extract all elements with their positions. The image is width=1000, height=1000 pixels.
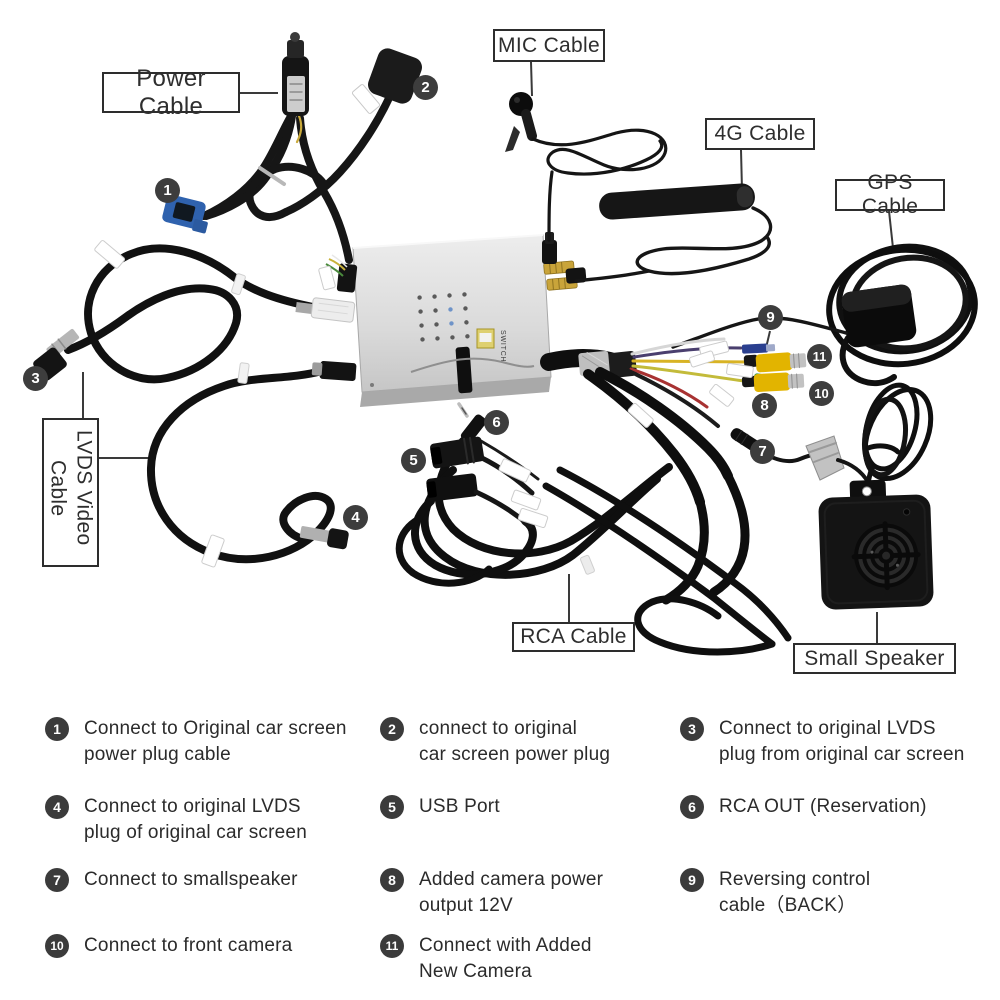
lvds-cable-3-illustration <box>33 240 317 384</box>
legend-item-3: 3 Connect to original LVDS plug from ori… <box>680 716 999 768</box>
diagram-marker-7: 7 <box>750 439 775 464</box>
wiring-illustration: SWITCH <box>33 32 978 656</box>
rca-cable-label: RCA Cable <box>512 622 635 652</box>
legend-item-4: 4 Connect to original LVDS plug of origi… <box>45 794 376 846</box>
legend-text-2: connect to original car screen power plu… <box>419 718 611 765</box>
reversing-wire-connector <box>741 343 776 354</box>
switch-label: SWITCH <box>499 330 506 362</box>
small-speaker-label: Small Speaker <box>793 643 956 674</box>
legend-text-8: Added camera power output 12V <box>419 869 604 916</box>
legend-marker-5: 5 <box>380 795 404 819</box>
diagram-marker-3: 3 <box>23 366 48 391</box>
legend-item-11: 11 Connect with Added New Camera <box>380 933 669 985</box>
legend-text-6: RCA OUT (Reservation) <box>719 796 927 817</box>
legend-item-10: 10 Connect to front camera <box>45 933 376 959</box>
diagram-marker-6: 6 <box>484 410 509 435</box>
diagram-marker-10: 10 <box>809 381 834 406</box>
legend-text-1: Connect to Original car screen power plu… <box>84 718 347 765</box>
diagram-marker-9: 9 <box>758 305 783 330</box>
legend-marker-9: 9 <box>680 868 704 892</box>
rca-connector-10 <box>753 372 805 392</box>
legend-item-2: 2 connect to original car screen power p… <box>380 716 669 768</box>
diagram-marker-8: 8 <box>752 393 777 418</box>
diagram-marker-4: 4 <box>343 505 368 530</box>
interface-box-illustration: SWITCH <box>295 232 587 407</box>
legend-marker-11: 11 <box>380 934 404 958</box>
legend-text-4: Connect to original LVDS plug of origina… <box>84 796 307 843</box>
legend-item-9: 9 Reversing control cable（BACK） <box>680 867 999 919</box>
lvds-cable-4-illustration <box>146 362 349 568</box>
legend-text-5: USB Port <box>419 796 500 817</box>
legend-item-1: 1 Connect to Original car screen power p… <box>45 716 376 768</box>
leader-lines <box>82 61 894 643</box>
4g-cable-label: 4G Cable <box>705 118 815 150</box>
camera-harness-illustration <box>540 337 807 605</box>
legend-marker-10: 10 <box>45 934 69 958</box>
power-cable-label: Power Cable <box>102 65 240 120</box>
legend-marker-2: 2 <box>380 717 404 741</box>
legend-item-6: 6 RCA OUT (Reservation) <box>680 794 999 820</box>
rca-cable-illustration <box>395 402 792 656</box>
legend-text-7: Connect to smallspeaker <box>84 869 298 890</box>
legend-marker-6: 6 <box>680 795 704 819</box>
legend-text-3: Connect to original LVDS plug from origi… <box>719 718 965 765</box>
lvds-video-cable-label: LVDS Video Cable <box>42 418 99 567</box>
legend-marker-4: 4 <box>45 795 69 819</box>
legend-text-10: Connect to front camera <box>84 935 293 956</box>
small-speaker-illustration <box>730 382 934 610</box>
mic-cable-illustration <box>505 92 668 242</box>
diagram-marker-1: 1 <box>155 178 180 203</box>
legend-item-5: 5 USB Port <box>380 794 669 820</box>
legend-marker-1: 1 <box>45 717 69 741</box>
legend-item-8: 8 Added camera power output 12V <box>380 867 669 919</box>
legend-marker-7: 7 <box>45 868 69 892</box>
legend-text-9: Reversing control cable（BACK） <box>719 869 871 916</box>
rca-connector-11 <box>755 352 807 373</box>
diagram-marker-11: 11 <box>807 344 832 369</box>
mic-cable-label: MIC Cable <box>493 29 605 62</box>
legend-text-11: Connect with Added New Camera <box>419 935 592 982</box>
4g-cable-illustration <box>574 183 773 283</box>
power-cable-illustration <box>162 32 423 264</box>
diagram-marker-5: 5 <box>401 448 426 473</box>
legend-item-7: 7 Connect to smallspeaker <box>45 867 376 893</box>
legend-marker-8: 8 <box>380 868 404 892</box>
gps-cable-label: GPS Cable <box>835 171 945 218</box>
diagram-marker-2: 2 <box>413 75 438 100</box>
gps-cable-illustration <box>671 243 978 387</box>
legend-marker-3: 3 <box>680 717 704 741</box>
